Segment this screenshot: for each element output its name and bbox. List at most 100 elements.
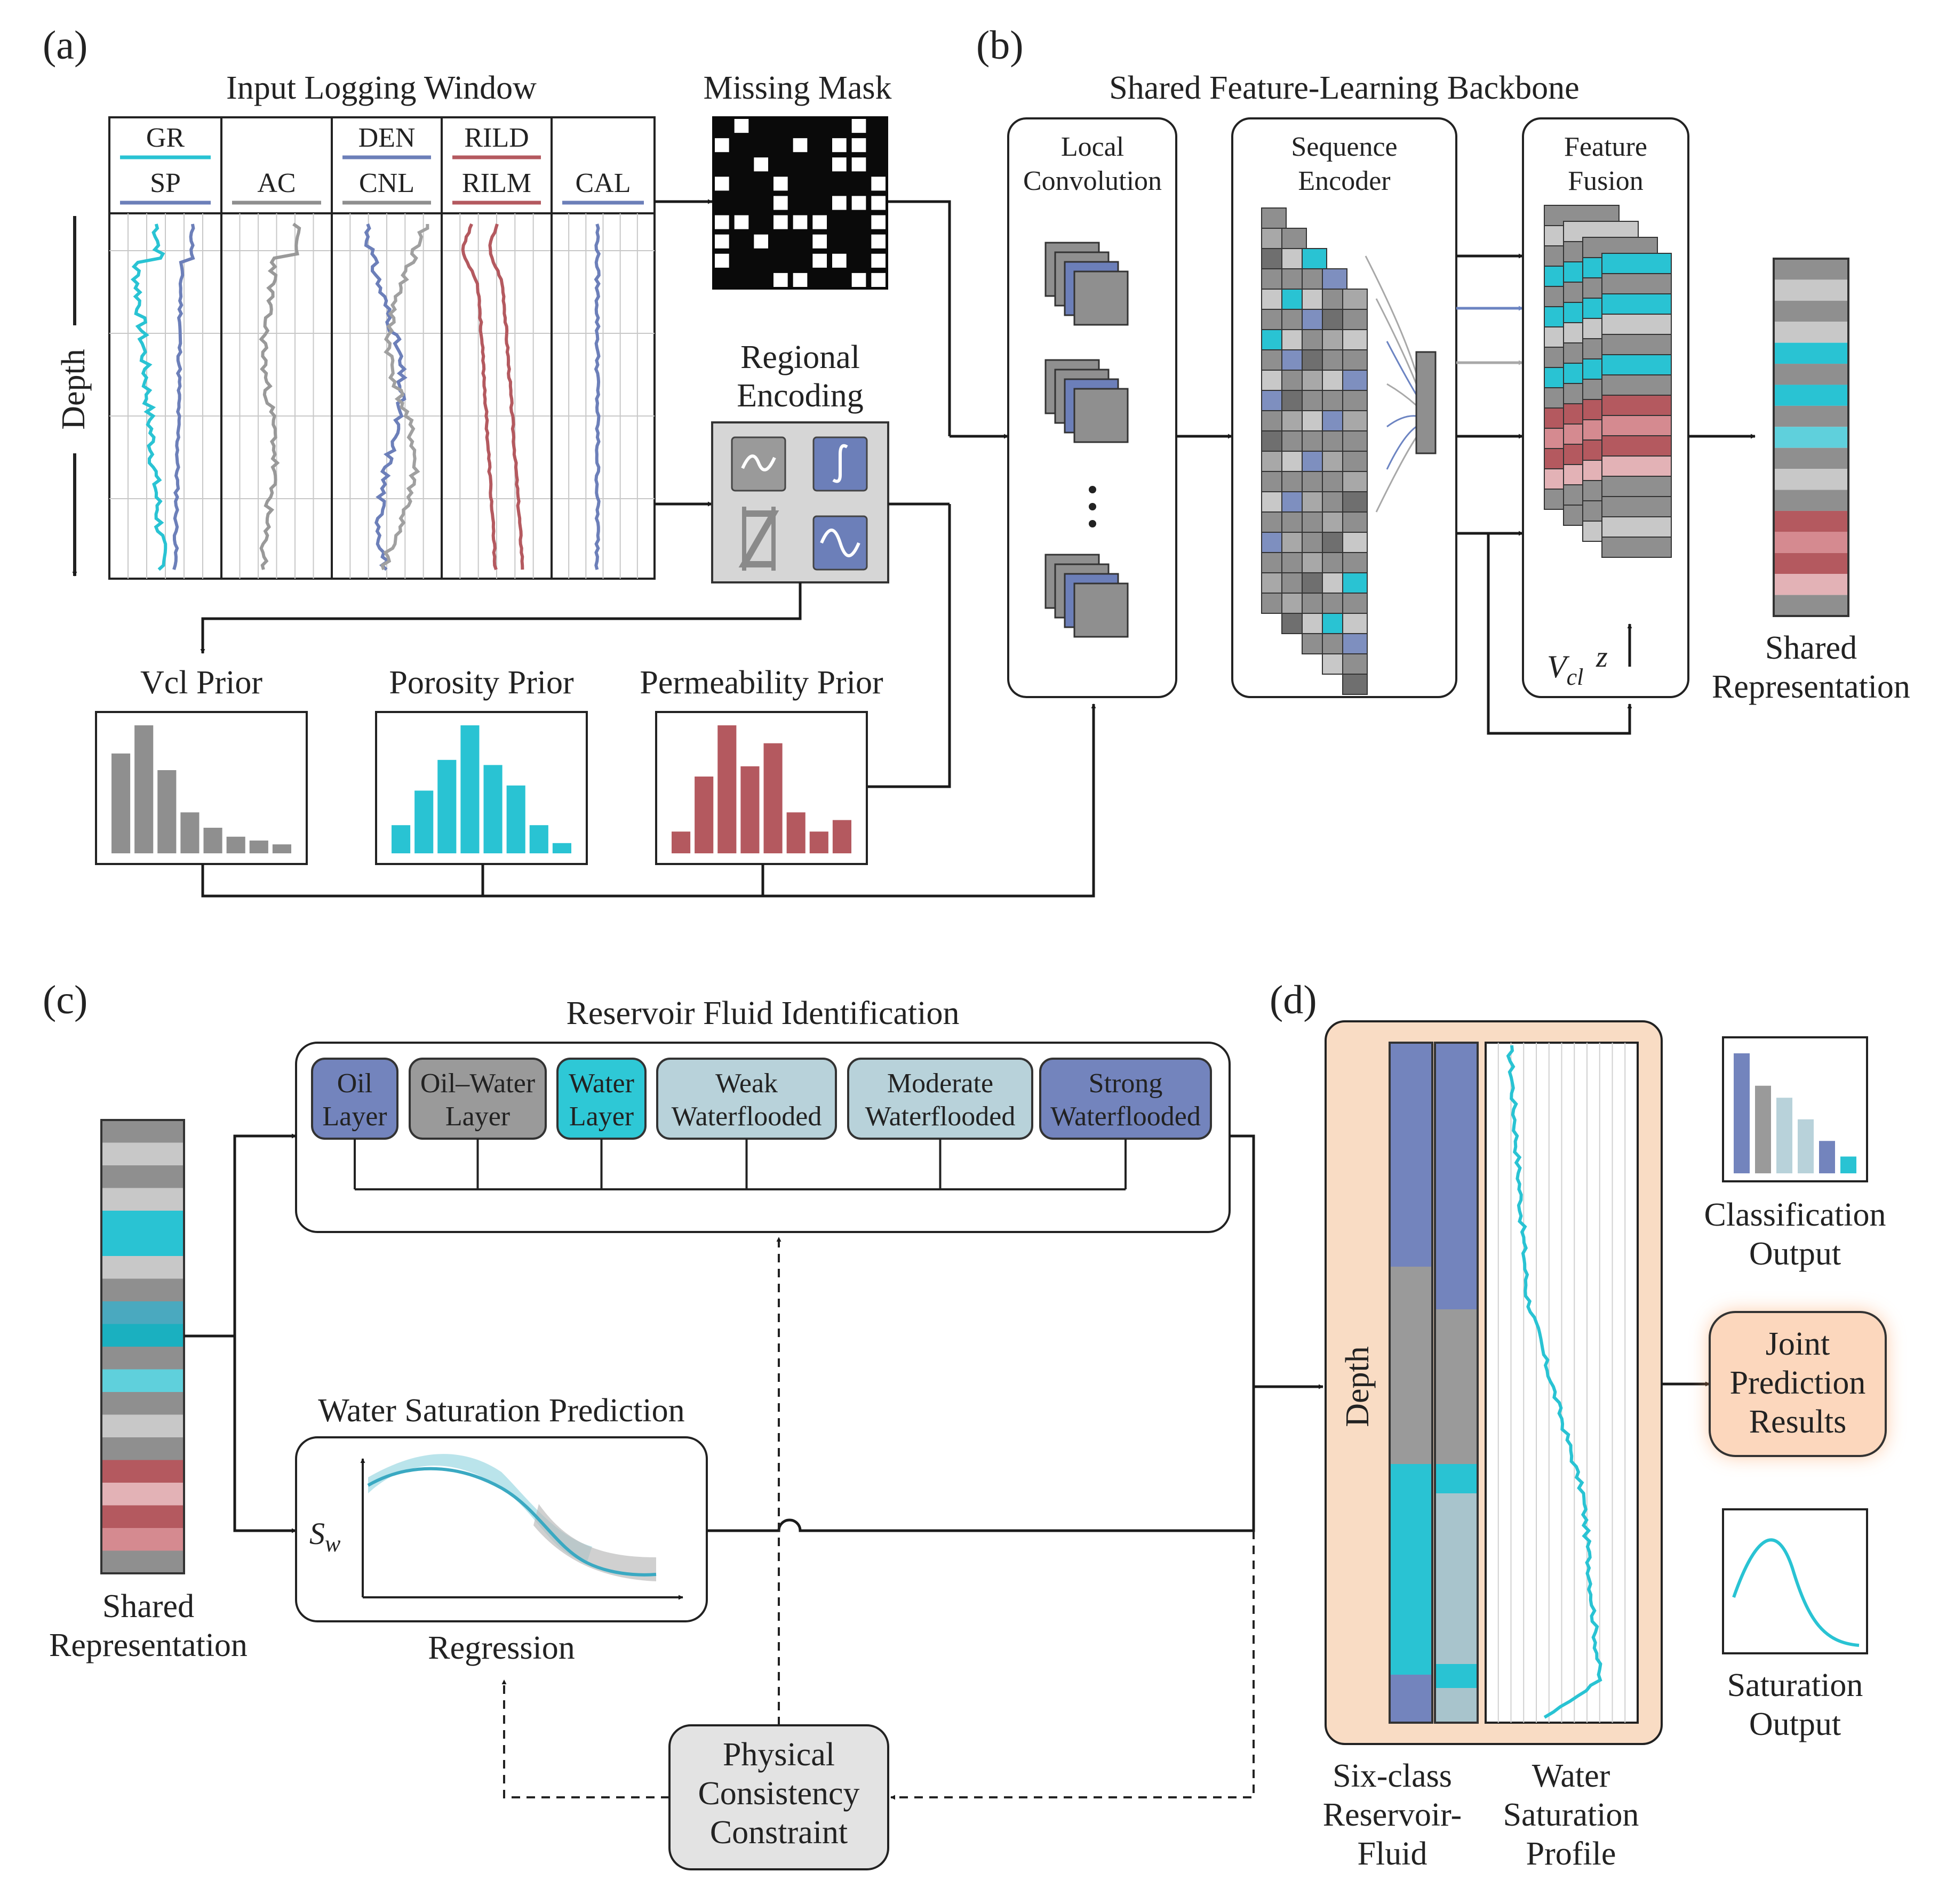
representation-cell	[101, 1256, 184, 1279]
saturation-curve	[1732, 1538, 1860, 1647]
class-label-line2: Layer	[322, 1101, 387, 1132]
ws-profile-line1: Water	[1532, 1758, 1610, 1794]
attention-lines	[1365, 255, 1417, 513]
prior-bar	[672, 831, 691, 853]
mask-cell	[851, 273, 866, 287]
sequence-cell	[1342, 511, 1368, 533]
representation-cell	[101, 1188, 184, 1211]
sequence-cell	[1342, 329, 1368, 350]
mask-cell	[812, 234, 827, 249]
joint-line1: Joint	[1766, 1326, 1830, 1362]
representation-cell	[1774, 405, 1848, 427]
mask-cell	[715, 177, 729, 191]
sequence-cell	[1302, 248, 1327, 269]
shared-rep-b-line2: Representation	[1712, 669, 1910, 705]
saturation-line2: Output	[1749, 1706, 1841, 1742]
prior-bar	[460, 725, 480, 853]
track-dividers	[220, 117, 553, 579]
prior-bar	[414, 790, 434, 853]
sequence-cell	[1322, 268, 1347, 290]
sequence-strips	[1261, 207, 1368, 695]
representation-cell	[101, 1550, 184, 1573]
fusion-cell	[1601, 516, 1672, 538]
mask-cell	[871, 273, 886, 287]
class-label-line1: Oil	[337, 1068, 372, 1099]
prior-frame	[375, 711, 588, 865]
track-bottom-label: SP	[150, 168, 181, 198]
mask-cell	[773, 196, 788, 210]
sequence-cell	[1342, 451, 1368, 472]
sequence-cell	[1261, 207, 1287, 229]
fusion-cell	[1601, 537, 1672, 558]
prior-bar	[226, 836, 245, 853]
conv-kernel	[1073, 388, 1129, 443]
fusion-cell	[1601, 314, 1672, 335]
shared-rep-b-line1: Shared	[1765, 630, 1857, 666]
representation-cell	[1774, 532, 1848, 553]
mask-cell	[832, 157, 847, 172]
attention-line	[1365, 255, 1417, 374]
fusion-cell	[1601, 476, 1672, 497]
track-top-label: DEN	[358, 123, 416, 153]
mask-cell	[715, 234, 729, 249]
class-label-line2: Layer	[569, 1101, 634, 1132]
fusion-cell	[1601, 374, 1672, 396]
attention-line	[1375, 298, 1417, 385]
sequence-cell	[1342, 430, 1368, 452]
skip-connection	[1487, 533, 1632, 735]
fusion-cell	[1601, 253, 1672, 274]
arrow-rep-to-rfi	[184, 1133, 297, 1338]
mask-cell	[871, 196, 886, 210]
representation-cell	[1774, 322, 1848, 343]
mask-cell	[715, 215, 729, 229]
fluid-segment	[1435, 1464, 1478, 1493]
fusion-cell	[1601, 395, 1672, 416]
ws-profile-line3: Profile	[1526, 1836, 1616, 1872]
mask-cell	[871, 177, 886, 191]
fluid-segment	[1435, 1309, 1478, 1464]
track-bottom-label: CAL	[576, 168, 631, 198]
representation-cell	[101, 1437, 184, 1460]
prior-bar	[552, 843, 571, 853]
prior-bar	[763, 743, 783, 853]
sequence-cell	[1342, 572, 1368, 594]
class-label-line1: Water	[569, 1068, 634, 1099]
rfi-title: Reservoir Fluid Identification	[567, 995, 960, 1031]
mask-cell	[734, 215, 749, 229]
class-label-line1: Weak	[715, 1068, 778, 1099]
sine-icon	[820, 529, 860, 557]
mask-cell	[871, 253, 886, 268]
fluid-column-frame	[1389, 1042, 1433, 1724]
fusion-cell	[1601, 354, 1672, 375]
joint-line3: Results	[1749, 1404, 1847, 1440]
input-logging-window-title: Input Logging Window	[226, 70, 537, 106]
mask-cell	[851, 196, 866, 210]
prior-bar	[180, 812, 200, 853]
representation-cell	[1774, 427, 1848, 448]
rotated-n-icon	[738, 507, 779, 571]
regression-label: Regression	[428, 1630, 575, 1666]
sequence-cell	[1342, 674, 1368, 695]
prior-bar	[249, 841, 268, 853]
representation-cell	[101, 1165, 184, 1188]
representation-cell	[1774, 469, 1848, 490]
classification-bar	[1819, 1141, 1835, 1173]
conv-kernel	[1073, 582, 1129, 638]
sequence-cell	[1342, 410, 1368, 431]
shared-rep-c-line2: Representation	[49, 1627, 248, 1663]
sequence-cell	[1342, 491, 1368, 513]
panel-label-a: (a)	[43, 23, 87, 68]
class-label-line2: Waterflooded	[672, 1101, 822, 1132]
line-mask-to-conv	[888, 200, 951, 436]
integral-icon	[832, 444, 848, 483]
mask-cell	[832, 196, 847, 210]
sequence-cell	[1342, 471, 1368, 492]
representation-cell	[101, 1278, 184, 1301]
physical-line3: Constraint	[710, 1814, 848, 1851]
representation-cell	[1774, 364, 1848, 385]
fusion-cell	[1601, 455, 1672, 477]
representation-cell	[1774, 385, 1848, 406]
